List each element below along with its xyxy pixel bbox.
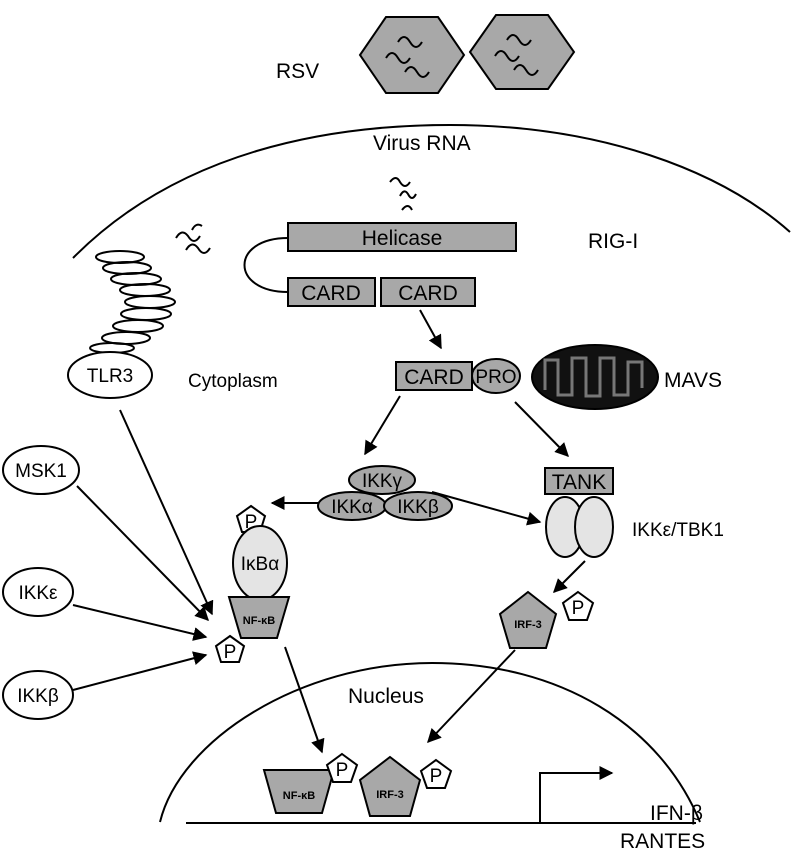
arrow-msk1-to-nfkb	[76, 485, 209, 622]
irf3-cytoplasm-label: IRF-3	[514, 619, 542, 631]
nucleus-label: Nucleus	[348, 685, 424, 708]
nfkb-phospho-badge	[214, 634, 246, 663]
ikk-complex: IKKγ IKKα IKKβ	[317, 465, 453, 521]
tank-label: TANK	[552, 471, 606, 494]
rig-i-complex: Helicase CARD CARD	[243, 222, 517, 307]
ikk-gamma-node	[348, 465, 416, 495]
rsv-virion-2	[468, 14, 576, 90]
rig-i-card-1	[287, 277, 376, 307]
tlr3-label: TLR3	[87, 366, 133, 387]
mavs-card-label: CARD	[404, 366, 464, 389]
irf3-nucleus-phospho-label: P	[430, 766, 443, 787]
arrow-irf3-to-nucleus	[427, 649, 516, 744]
virus-rna-label: Virus RNA	[373, 132, 471, 155]
rsv-label: RSV	[276, 60, 319, 83]
tbk1-subunit	[574, 496, 614, 558]
ifn-beta-label: IFN-β	[650, 802, 703, 825]
virus-rna-strand	[389, 177, 417, 211]
nfkb-cytoplasm	[227, 596, 291, 639]
tank-tbk1-complex: TANK	[544, 467, 614, 558]
irf3-nucleus-phospho-badge	[419, 758, 453, 789]
tlr3-receptor-coil	[89, 250, 176, 354]
arrow-ikkb-to-nfkb	[72, 651, 208, 691]
mavs-pro-domain	[471, 358, 521, 394]
rantes-label: RANTES	[620, 830, 705, 853]
msk1-node: MSK1	[2, 445, 80, 495]
arrow-tlr3-to-nfkb	[119, 409, 214, 616]
ikk-beta-node	[383, 491, 453, 521]
ikk-epsilon-node: IKKε	[2, 567, 74, 617]
arrow-mavs-to-tank	[514, 401, 569, 457]
arrow-nfkb-to-nucleus	[284, 646, 325, 754]
ikk-epsilon-label: IKKε	[18, 583, 58, 604]
rig-i-linker	[243, 237, 289, 293]
rig-i-card-1-label: CARD	[301, 282, 361, 305]
rig-i-label: RIG-I	[588, 230, 638, 253]
ikke-tbk1-label: IKKε/TBK1	[632, 520, 724, 541]
arrow-rig-i-to-mavs	[419, 309, 442, 350]
ikba-label: IκBα	[241, 554, 279, 575]
ikk-alpha-label: IKKα	[331, 497, 373, 518]
nfkb-phospho-label: P	[224, 642, 237, 663]
tank-box	[544, 467, 614, 495]
mavs-label: MAVS	[664, 369, 722, 392]
transcription-start-arrow	[539, 766, 614, 823]
mavs-complex: CARD PRO	[395, 358, 521, 394]
arrow-tbk1-to-irf3	[553, 560, 586, 593]
ikk-gamma-label: IKKγ	[362, 471, 403, 492]
irf3-nucleus: IRF-3 P	[358, 755, 453, 817]
ikba-nfkb-complex: P IκBα NF-κB P	[214, 504, 291, 663]
irf3-phospho-label: P	[572, 598, 585, 619]
nfkb-nucleus-phospho-label: P	[336, 760, 349, 781]
nfkb-nucleus-phospho-badge	[325, 752, 359, 783]
cytoplasm-label: Cytoplasm	[188, 371, 278, 392]
tlr3-node: TLR3	[67, 351, 153, 399]
arrow-mavs-to-ikk	[364, 395, 401, 456]
helicase-label: Helicase	[362, 227, 443, 250]
rig-i-card-2-label: CARD	[398, 282, 458, 305]
arrow-ikk-to-tbk1	[431, 491, 542, 526]
arrow-ikke-to-nfkb	[72, 604, 208, 641]
irf3-nucleus-label: IRF-3	[376, 789, 404, 801]
nfkb-nucleus: NF-κB P	[262, 752, 359, 814]
irf3-phospho-badge	[561, 590, 595, 621]
rsv-virion-1	[358, 16, 466, 94]
cell-membrane	[72, 123, 791, 259]
rig-i-card-2	[380, 277, 476, 307]
ikk-beta-label: IKKβ	[397, 497, 439, 518]
nfkb-nucleus-label: NF-κB	[283, 790, 315, 802]
irf3-cytoplasm: IRF-3 P	[498, 590, 595, 649]
mitochondrion	[531, 344, 659, 410]
rna-strand-tlr3	[175, 223, 211, 254]
mavs-pro-label: PRO	[475, 367, 516, 388]
nfkb-cytoplasm-label: NF-κB	[243, 615, 275, 627]
nucleus-membrane	[159, 661, 701, 823]
ikk-beta-side-node: IKKβ	[2, 670, 74, 720]
msk1-label: MSK1	[15, 461, 67, 482]
ikk-beta-side-label: IKKβ	[17, 686, 59, 707]
